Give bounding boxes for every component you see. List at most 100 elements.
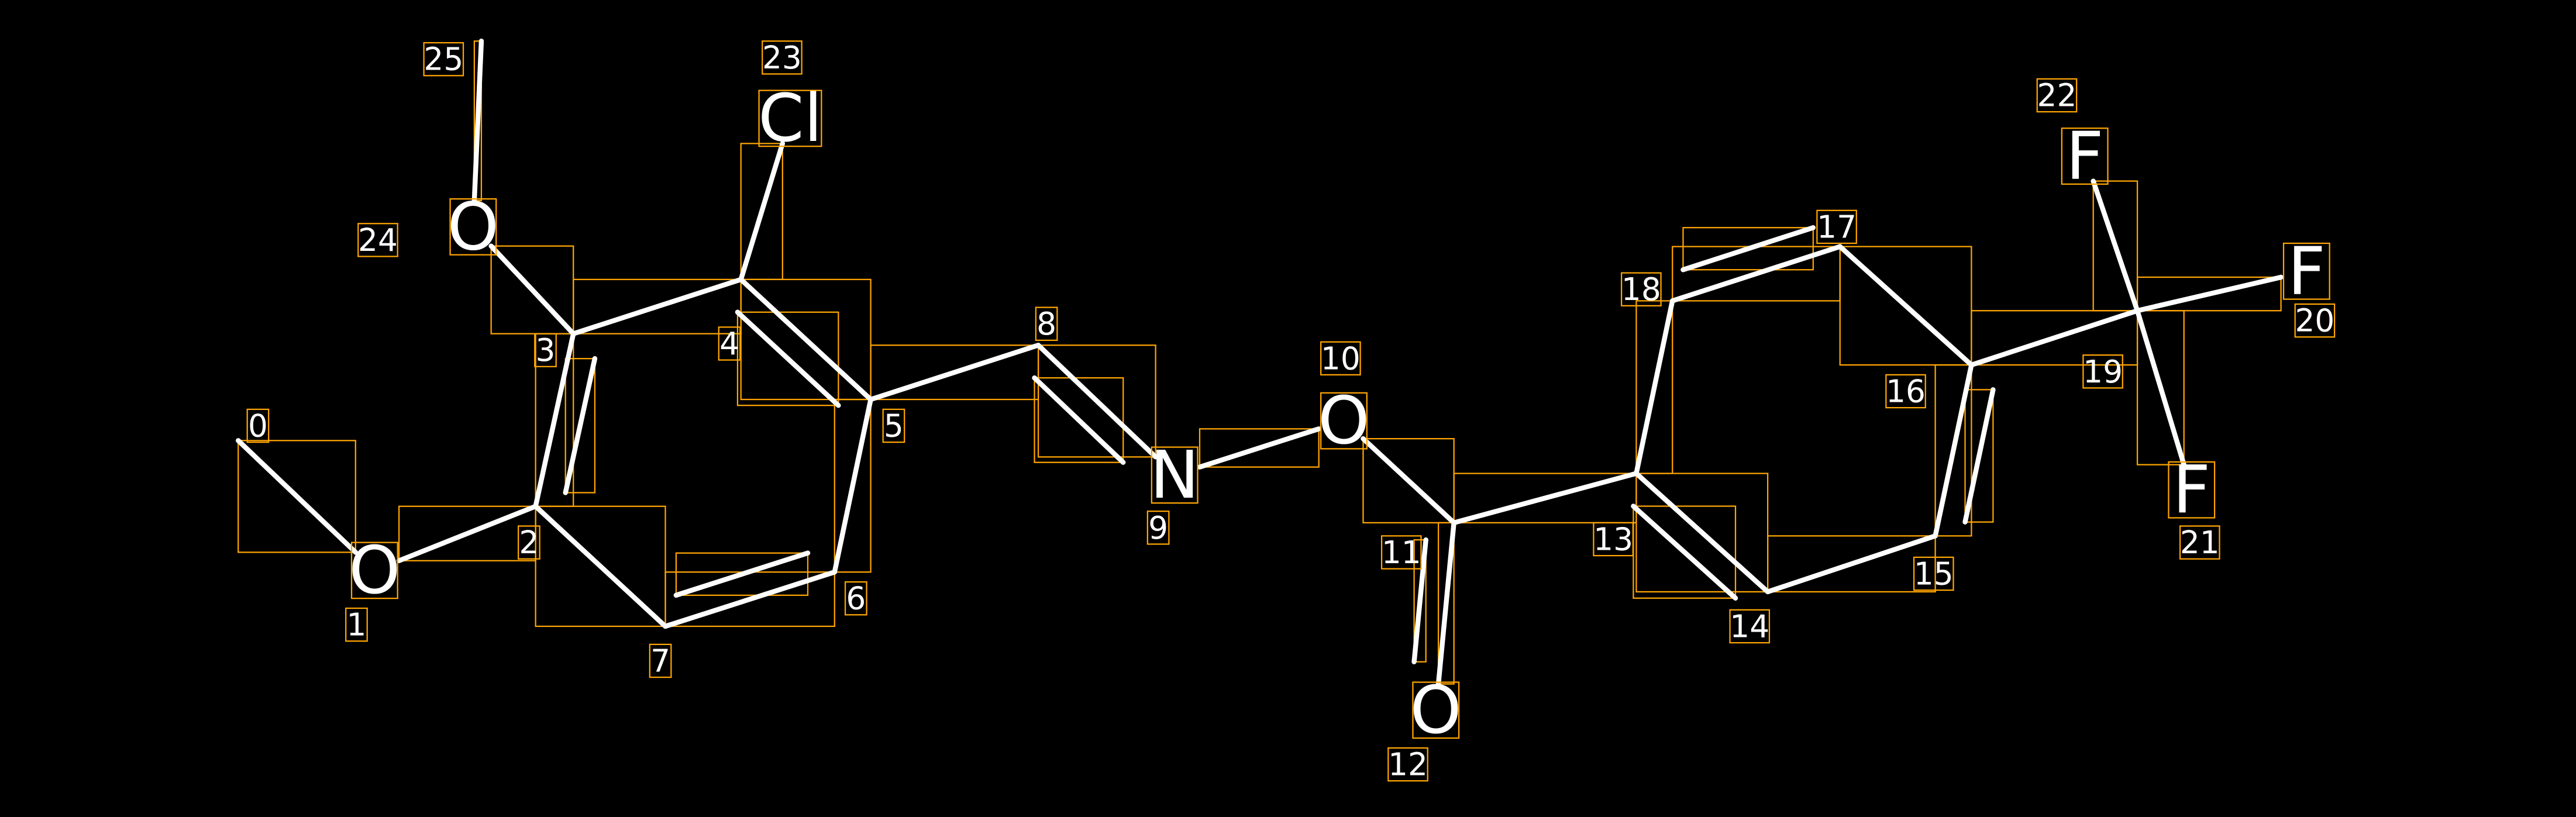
- atom-21-box: [2168, 461, 2216, 519]
- atom-index-box-12: [1387, 747, 1428, 782]
- bond-17-18-second-box: [1682, 227, 1814, 271]
- atom-index-box-10: [1320, 341, 1361, 376]
- atom-index-box-25: [423, 42, 464, 77]
- atom-index-box-16: [1885, 374, 1926, 409]
- bond-16-19: [1969, 308, 2140, 368]
- bond-19-22: [2091, 178, 2140, 313]
- bond-16-17: [1837, 244, 1974, 368]
- atom-index-box-3: [534, 333, 557, 367]
- atom-index-box-24: [357, 223, 398, 257]
- atom-index-box-20: [2294, 303, 2336, 338]
- bond-11-12-box: [1437, 522, 1455, 685]
- atom-24-box: [449, 198, 497, 256]
- bond-4-5: [738, 277, 873, 402]
- atom-index-box-15: [1913, 556, 1954, 591]
- atom-index-22: 22: [2037, 77, 2077, 114]
- bond-1-2: [396, 504, 538, 563]
- bond-11-12-second-line: [1411, 537, 1428, 664]
- atom-index-7: 7: [650, 642, 670, 679]
- atom-index-19: 19: [2083, 353, 2123, 390]
- atom-index-box-23: [762, 40, 803, 75]
- bond-24-25: [471, 39, 484, 204]
- bond-8-9-second-line: [1032, 375, 1126, 465]
- atom-index-box-22: [2036, 78, 2078, 113]
- atom-index-25: 25: [423, 41, 463, 78]
- atom-index-box-0: [246, 408, 270, 443]
- bond-15-16-second-line: [1962, 387, 1996, 525]
- atom-index-20: 20: [2295, 302, 2334, 339]
- atom-index-0: 0: [248, 408, 268, 444]
- atom-9-box: [1151, 446, 1199, 504]
- bond-5-6-box: [834, 398, 872, 573]
- atom-symbol-24: O: [447, 188, 499, 265]
- bond-4-23: [738, 141, 786, 282]
- atom-index-box-4: [718, 326, 741, 361]
- atom-index-16: 16: [1886, 373, 1926, 409]
- atom-index-box-2: [518, 525, 540, 560]
- bond-17-18: [1670, 244, 1843, 304]
- atom-index-box-9: [1146, 511, 1170, 545]
- atom-index-21: 21: [2180, 524, 2220, 561]
- atom-index-box-8: [1035, 306, 1058, 341]
- atom-index-box-17: [1816, 209, 1857, 244]
- bond-15-16: [1933, 362, 1974, 539]
- bond-16-17-box: [1839, 246, 1972, 366]
- atom-symbol-9: N: [1150, 437, 1199, 513]
- atom-index-box-19: [2082, 354, 2123, 389]
- bond-18-13: [1634, 298, 1675, 476]
- bond-14-15-box: [1767, 535, 1936, 593]
- atom-index-17: 17: [1817, 208, 1857, 245]
- bond-8-9-second-box: [1034, 377, 1124, 463]
- bond-13-14: [1634, 471, 1771, 595]
- atom-symbol-1: O: [349, 532, 400, 609]
- atom-index-15: 15: [1914, 555, 1954, 592]
- atom-index-23: 23: [762, 39, 802, 76]
- bond-6-7-second-box: [675, 552, 809, 596]
- atom-index-2: 2: [519, 524, 539, 561]
- bond-9-10-box: [1199, 428, 1320, 468]
- bonds: [236, 39, 2284, 687]
- bond-2-3-second-line: [563, 356, 598, 495]
- atom-index-box-11: [1380, 535, 1422, 570]
- bond-0-1-box: [237, 440, 356, 553]
- bond-5-6: [832, 397, 873, 575]
- atom-index-12: 12: [1388, 746, 1428, 783]
- bond-3-24: [488, 243, 576, 336]
- atom-symbol-21: F: [2172, 451, 2210, 528]
- atom-1-box: [350, 542, 398, 599]
- bond-4-5-box: [740, 278, 872, 401]
- bond-2-3-second-box: [564, 358, 596, 494]
- atom-index-3: 3: [536, 332, 556, 368]
- bond-4-5-second-box: [736, 311, 839, 406]
- atom-index-9: 9: [1148, 509, 1168, 546]
- atom-index-box-7: [649, 643, 672, 678]
- bond-15-16-second-box: [1964, 389, 1994, 523]
- atom-index-13: 13: [1593, 520, 1633, 557]
- atom-index-24: 24: [358, 222, 398, 258]
- atom-index-box-21: [2179, 525, 2220, 560]
- atom-index-box-1: [345, 607, 368, 642]
- atom-symbol-10: O: [1318, 382, 1369, 459]
- atom-20-box: [2282, 242, 2330, 300]
- atom-index-box-18: [1621, 272, 1662, 306]
- atom-symbol-23: Cl: [758, 80, 822, 157]
- atom-symbol-20: F: [2288, 233, 2326, 309]
- atom-index-box-13: [1593, 522, 1634, 557]
- bond-5-8: [868, 343, 1041, 402]
- atom-index-10: 10: [1321, 340, 1361, 377]
- bond-17-18-second-line: [1680, 225, 1816, 273]
- bond-24-25-box: [473, 40, 483, 202]
- bond-19-21-box: [2136, 310, 2185, 466]
- bond-8-9-box: [1037, 344, 1156, 458]
- atom-10-box: [1320, 392, 1368, 450]
- bond-19-22-box: [2092, 180, 2138, 312]
- atom-22-box: [2061, 127, 2109, 185]
- bond-13-14-box: [1635, 473, 1769, 593]
- atom-index-box-6: [844, 581, 867, 616]
- bond-3-4: [571, 277, 743, 336]
- atom-symbol-22: F: [2066, 118, 2104, 195]
- bond-7-2: [533, 504, 668, 629]
- bond-19-21: [2134, 308, 2186, 467]
